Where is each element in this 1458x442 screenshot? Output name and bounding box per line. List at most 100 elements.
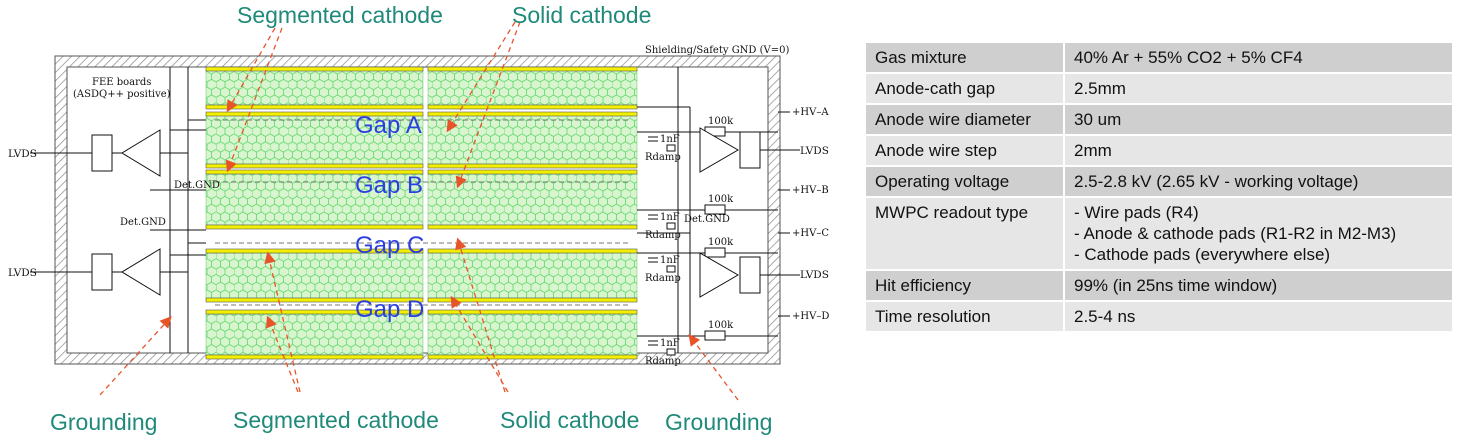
spec-value-line: 2.5-2.8 kV (2.65 kV - working voltage) xyxy=(1074,172,1359,191)
right-fee-channel-2 xyxy=(699,252,800,298)
spec-row: Anode wire diameter 30 um xyxy=(866,104,1452,136)
lvds-left-1: LVDS xyxy=(8,148,37,160)
hv-row-3: 100k 1nF Rdamp +HV–D xyxy=(637,311,829,367)
spec-value: 40% Ar + 55% CO2 + 5% CF4 xyxy=(1064,43,1452,74)
spec-value-line: 40% Ar + 55% CO2 + 5% CF4 xyxy=(1074,48,1303,67)
spec-value: 99% (in 25ns time window) xyxy=(1064,270,1452,302)
capacitor-label-0: 1nF xyxy=(660,134,680,145)
cathode-plane-1-4 xyxy=(427,169,638,175)
rdamp-label-3: Rdamp xyxy=(645,356,681,367)
spec-value: 2.5-4 ns xyxy=(1064,301,1452,333)
spec-key: Operating voltage xyxy=(866,166,1065,198)
spec-row: Anode-cath gap 2.5mm xyxy=(866,73,1452,105)
spec-value-line: 2.5-4 ns xyxy=(1074,307,1136,326)
cathode-plane-1-1 xyxy=(427,104,638,110)
left-fee-channel-1 xyxy=(30,129,188,177)
lvds-right-1: LVDS xyxy=(800,145,829,157)
cathode-plane-0-5 xyxy=(205,224,424,230)
left-bus-wiring xyxy=(150,67,206,353)
cathode-plane-0-0 xyxy=(205,66,424,72)
solid-cathode-top-label: Solid cathode xyxy=(512,2,651,28)
gap-d-label: Gap D xyxy=(355,296,424,323)
hv-label-3: +HV–D xyxy=(792,311,829,322)
resistor-label-3: 100k xyxy=(708,320,734,331)
honeycomb-panel-1-3 xyxy=(427,252,638,299)
spec-row: Time resolution 2.5-4 ns xyxy=(866,301,1452,333)
cathode-plane-0-7 xyxy=(205,297,424,303)
resistor-label-0: 100k xyxy=(708,116,734,127)
resistor-label-1: 100k xyxy=(708,194,734,205)
spec-value-line: 30 um xyxy=(1074,110,1122,129)
hv-label-2: +HV–C xyxy=(792,228,829,239)
spec-key: Anode wire step xyxy=(866,135,1065,167)
cathode-plane-1-3 xyxy=(427,163,638,169)
gap-c-label: Gap C xyxy=(355,232,424,259)
spec-row: Gas mixture 40% Ar + 55% CO2 + 5% CF4 xyxy=(866,43,1452,74)
cathode-plane-0-8 xyxy=(205,309,424,315)
callout-arrows xyxy=(99,21,739,401)
gap-a-label: Gap A xyxy=(355,112,422,139)
segmented-cathode-bottom-label: Segmented cathode xyxy=(233,407,439,433)
honeycomb-panel-1-4 xyxy=(427,313,638,356)
left-fee-channel-2 xyxy=(30,248,188,296)
spec-value: - Wire pads (R4) - Anode & cathode pads (… xyxy=(1064,197,1452,271)
right-fee-channel-1 xyxy=(699,127,800,173)
lvds-left-2: LVDS xyxy=(8,267,37,279)
cathode-plane-0-2 xyxy=(205,111,424,117)
cathode-plane-1-6 xyxy=(427,248,638,254)
det-gnd-label-3: Det.GND xyxy=(684,214,730,225)
honeycomb-panel-0-3 xyxy=(205,252,424,299)
spec-value-line: - Wire pads (R4) xyxy=(1074,203,1199,222)
cathode-plane-0-6 xyxy=(205,248,424,254)
spec-value: 2.5-2.8 kV (2.65 kV - working voltage) xyxy=(1064,166,1452,198)
spec-value: 2.5mm xyxy=(1064,73,1452,105)
spec-row: Hit efficiency 99% (in 25ns time window) xyxy=(866,270,1452,302)
segmented-cathode-top-label: Segmented cathode xyxy=(237,2,443,28)
cathode-plane-1-7 xyxy=(427,297,638,303)
hv-label-0: +HV–A xyxy=(792,107,829,118)
spec-value-line: - Cathode pads (everywhere else) xyxy=(1074,245,1331,264)
hv-row-0: 100k 1nF Rdamp +HV–A xyxy=(637,107,829,163)
shield-gnd-label: Shielding/Safety GND (V=0) xyxy=(645,45,789,56)
cathode-plane-1-9 xyxy=(427,354,638,360)
spec-value-line: - Anode & cathode pads (R1-R2 in M2-M3) xyxy=(1074,224,1397,243)
honeycomb-panel-0-0 xyxy=(205,69,424,106)
lvds-right-2: LVDS xyxy=(800,269,829,281)
cathode-plane-0-1 xyxy=(205,104,424,110)
gap-b-label: Gap B xyxy=(355,172,423,199)
honeycomb-panel-1-0 xyxy=(427,69,638,106)
spec-value-line: 2.5mm xyxy=(1074,79,1126,98)
spec-key: Time resolution xyxy=(866,301,1065,333)
spec-key: Anode-cath gap xyxy=(866,73,1065,105)
fee-type-label: (ASDQ++ positive) xyxy=(73,89,171,100)
det-gnd-label-1: Det.GND xyxy=(174,180,220,191)
cathode-plane-1-2 xyxy=(427,111,638,117)
cathode-plane-1-8 xyxy=(427,309,638,315)
mwpc-schematic: Shielding/Safety GND (V=0) FEE boards (A… xyxy=(8,2,829,435)
spec-key: Hit efficiency xyxy=(866,270,1065,302)
spec-row: Operating voltage 2.5-2.8 kV (2.65 kV - w… xyxy=(866,166,1452,198)
rdamp-label-0: Rdamp xyxy=(645,152,681,163)
grounding-right-label: Grounding xyxy=(665,409,772,435)
spec-key: Gas mixture xyxy=(866,43,1065,74)
capacitor-label-3: 1nF xyxy=(660,338,680,349)
honeycomb-panel-0-1 xyxy=(205,114,424,165)
cathode-plane-1-5 xyxy=(427,224,638,230)
spec-key: Anode wire diameter xyxy=(866,104,1065,136)
grounding-left-label: Grounding xyxy=(50,409,157,435)
solid-cathode-bottom-label: Solid cathode xyxy=(500,407,639,433)
hv-feed-rows: 100k1nFRdamp+HV–A100k1nFRdamp+HV–B100k1n… xyxy=(637,107,829,367)
spec-value: 2mm xyxy=(1064,135,1452,167)
resistor-label-2: 100k xyxy=(708,237,734,248)
det-gnd-label-2: Det.GND xyxy=(120,217,166,228)
spec-key: MWPC readout type xyxy=(866,197,1065,271)
rdamp-label-1: Rdamp xyxy=(645,230,681,241)
fee-boards-label: FEE boards xyxy=(92,77,151,88)
spec-value: 30 um xyxy=(1064,104,1452,136)
chamber-layers xyxy=(205,66,638,360)
spec-value-line: 99% (in 25ns time window) xyxy=(1074,276,1278,295)
